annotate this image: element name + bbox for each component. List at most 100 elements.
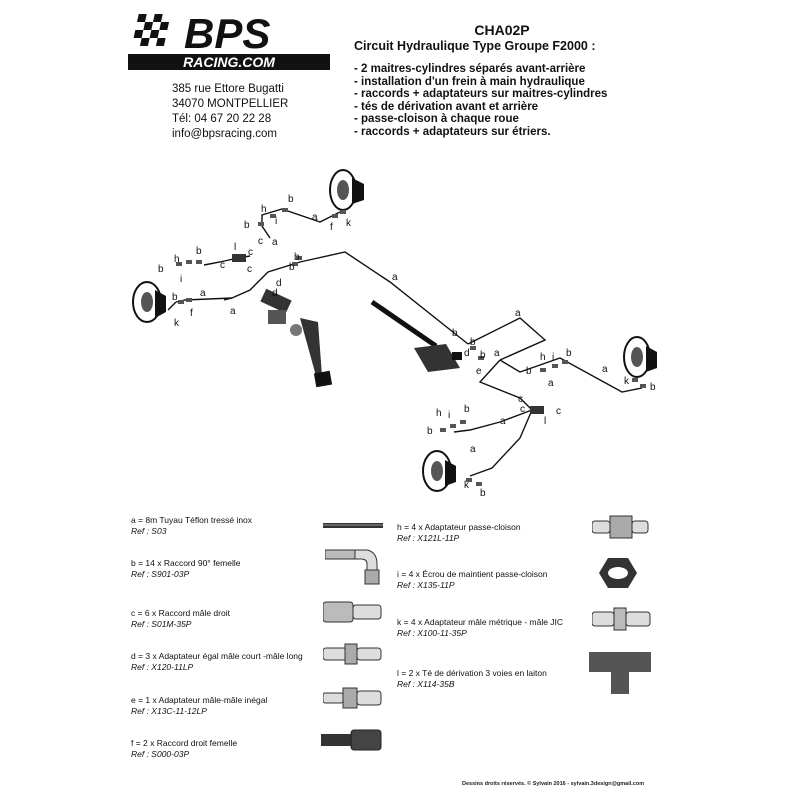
legend-item-f: f = 2 x Raccord droit femelle Ref : S000… (131, 738, 238, 759)
tee-front-icon (232, 254, 246, 262)
brake-disc-rear-left-icon (422, 450, 456, 492)
svg-text:b: b (470, 337, 476, 348)
svg-text:e: e (476, 366, 482, 377)
svg-text:a: a (392, 272, 398, 283)
svg-text:k: k (174, 318, 180, 329)
svg-text:d: d (276, 278, 282, 289)
svg-text:c: c (518, 394, 523, 405)
svg-text:k: k (464, 480, 470, 491)
legend-item-k: k = 4 x Adaptateur mâle métrique - mâle … (397, 617, 564, 638)
feature-item: - 2 maitres-cylindres séparés avant-arri… (354, 63, 586, 75)
svg-text:c: c (248, 247, 253, 258)
svg-text:i: i (275, 216, 277, 227)
svg-text:a: a (470, 444, 476, 455)
svg-text:d: d (272, 288, 278, 299)
product-code: CHA02P (474, 22, 530, 38)
svg-text:i: i (448, 410, 450, 421)
hydraulic-handbrake-icon (370, 299, 462, 372)
svg-text:b: b (172, 292, 178, 303)
product-header: CHA02P Circuit Hydraulique Type Groupe F… (352, 22, 652, 138)
svg-text:c: c (258, 236, 263, 247)
svg-text:l: l (234, 242, 236, 253)
svg-text:a: a (548, 378, 554, 389)
straight-male-fitting-icon (322, 600, 383, 629)
tee-rear-icon (530, 406, 544, 414)
equal-adapter-icon (322, 642, 383, 671)
brake-lines (167, 208, 643, 477)
contact-block: 385 rue Ettore Bugatti 34070 MONTPELLIER… (172, 82, 288, 142)
fittings (176, 208, 646, 486)
svg-text:b: b (427, 426, 433, 437)
svg-text:b: b (288, 194, 294, 205)
svg-text:b: b (480, 488, 486, 499)
svg-text:b: b (480, 350, 486, 361)
svg-text:i: i (180, 274, 182, 285)
svg-text:l: l (544, 416, 546, 427)
brake-disc-rear-right-icon (623, 336, 657, 378)
svg-text:i: i (552, 352, 554, 363)
svg-text:f: f (330, 222, 333, 233)
svg-text:f: f (190, 308, 193, 319)
svg-text:b: b (650, 382, 656, 393)
pedal-box-icon (260, 288, 333, 388)
svg-text:b: b (289, 262, 295, 273)
bps-racing-logo: BPS RACING.COM (126, 8, 332, 72)
legend-item-i: i = 4 x Écrou de maintient passe-cloison… (397, 569, 548, 590)
svg-text:b: b (294, 252, 300, 263)
contact-email: info@bpsracing.com (172, 128, 277, 140)
svg-text:b: b (566, 348, 572, 359)
checkered-flag-icon (133, 14, 170, 46)
legend-item-b: b = 14 x Raccord 90° femelle Ref : S901-… (131, 558, 241, 579)
feature-item: - raccords + adaptateurs sur étriers. (354, 125, 551, 138)
legend-item-e: e = 1 x Adaptateur mâle-mâle inégal Ref … (131, 695, 268, 716)
svg-text:a: a (200, 288, 206, 299)
legend-item-d: d = 3 x Adaptateur égal mâle court -mâle… (131, 651, 303, 672)
feature-item: - raccords + adaptateurs sur maitres-cyl… (354, 88, 608, 100)
feature-list: - 2 maitres-cylindres séparés avant-arri… (354, 63, 652, 138)
svg-text:c: c (247, 264, 252, 275)
svg-text:a: a (312, 212, 318, 223)
contact-street: 385 rue Ettore Bugatti (172, 83, 284, 95)
brass-tee-icon (589, 650, 653, 701)
svg-text:h: h (174, 254, 180, 265)
feature-item: - installation d'un frein à main hydraul… (354, 75, 585, 88)
elbow-fitting-icon (324, 542, 385, 591)
svg-text:c: c (556, 406, 561, 417)
product-title: Circuit Hydraulique Type Groupe F2000 : (354, 39, 596, 53)
svg-text:k: k (346, 218, 352, 229)
teflon-hose-icon (323, 518, 385, 536)
copyright-footer: Dessins droits réservés. © Sylvain 2016 … (462, 781, 645, 787)
svg-text:h: h (436, 408, 442, 419)
feature-item: - passe-cloison à chaque roue (354, 113, 519, 125)
logo-main-text: BPS (184, 10, 270, 57)
svg-text:a: a (230, 306, 236, 317)
svg-text:b: b (158, 264, 164, 275)
bulkhead-adapter-icon (591, 514, 650, 545)
svg-text:d: d (464, 348, 470, 359)
contact-city: 34070 MONTPELLIER (172, 98, 289, 110)
contact-phone: Tél: 04 67 20 22 28 (172, 113, 272, 125)
unequal-adapter-icon (322, 686, 383, 715)
svg-text:a: a (494, 348, 500, 359)
svg-text:c: c (220, 260, 225, 271)
svg-text:h: h (540, 352, 546, 363)
metric-jic-adapter-icon (591, 606, 652, 637)
legend-item-l: l = 2 x Té de dérivation 3 voies en lait… (397, 668, 547, 689)
svg-text:a: a (272, 237, 278, 248)
brake-disc-front-left-icon (132, 281, 166, 323)
svg-text:c: c (520, 404, 525, 415)
svg-text:a: a (602, 364, 608, 375)
svg-text:k: k (624, 376, 630, 387)
svg-text:b: b (452, 328, 458, 339)
feature-item: - tés de dérivation avant et arrière (354, 100, 539, 113)
legend-item-h: h = 4 x Adaptateur passe-cloison Ref : X… (397, 522, 521, 543)
brake-disc-front-right-icon (329, 169, 364, 211)
svg-text:b: b (464, 404, 470, 415)
female-straight-fitting-icon (321, 728, 383, 757)
svg-text:a: a (515, 308, 521, 319)
legend-item-a: a = 8m Tuyau Téflon tressé inox Ref : S0… (131, 515, 253, 536)
logo-sub-text: RACING.COM (183, 54, 275, 70)
svg-text:h: h (261, 204, 267, 215)
